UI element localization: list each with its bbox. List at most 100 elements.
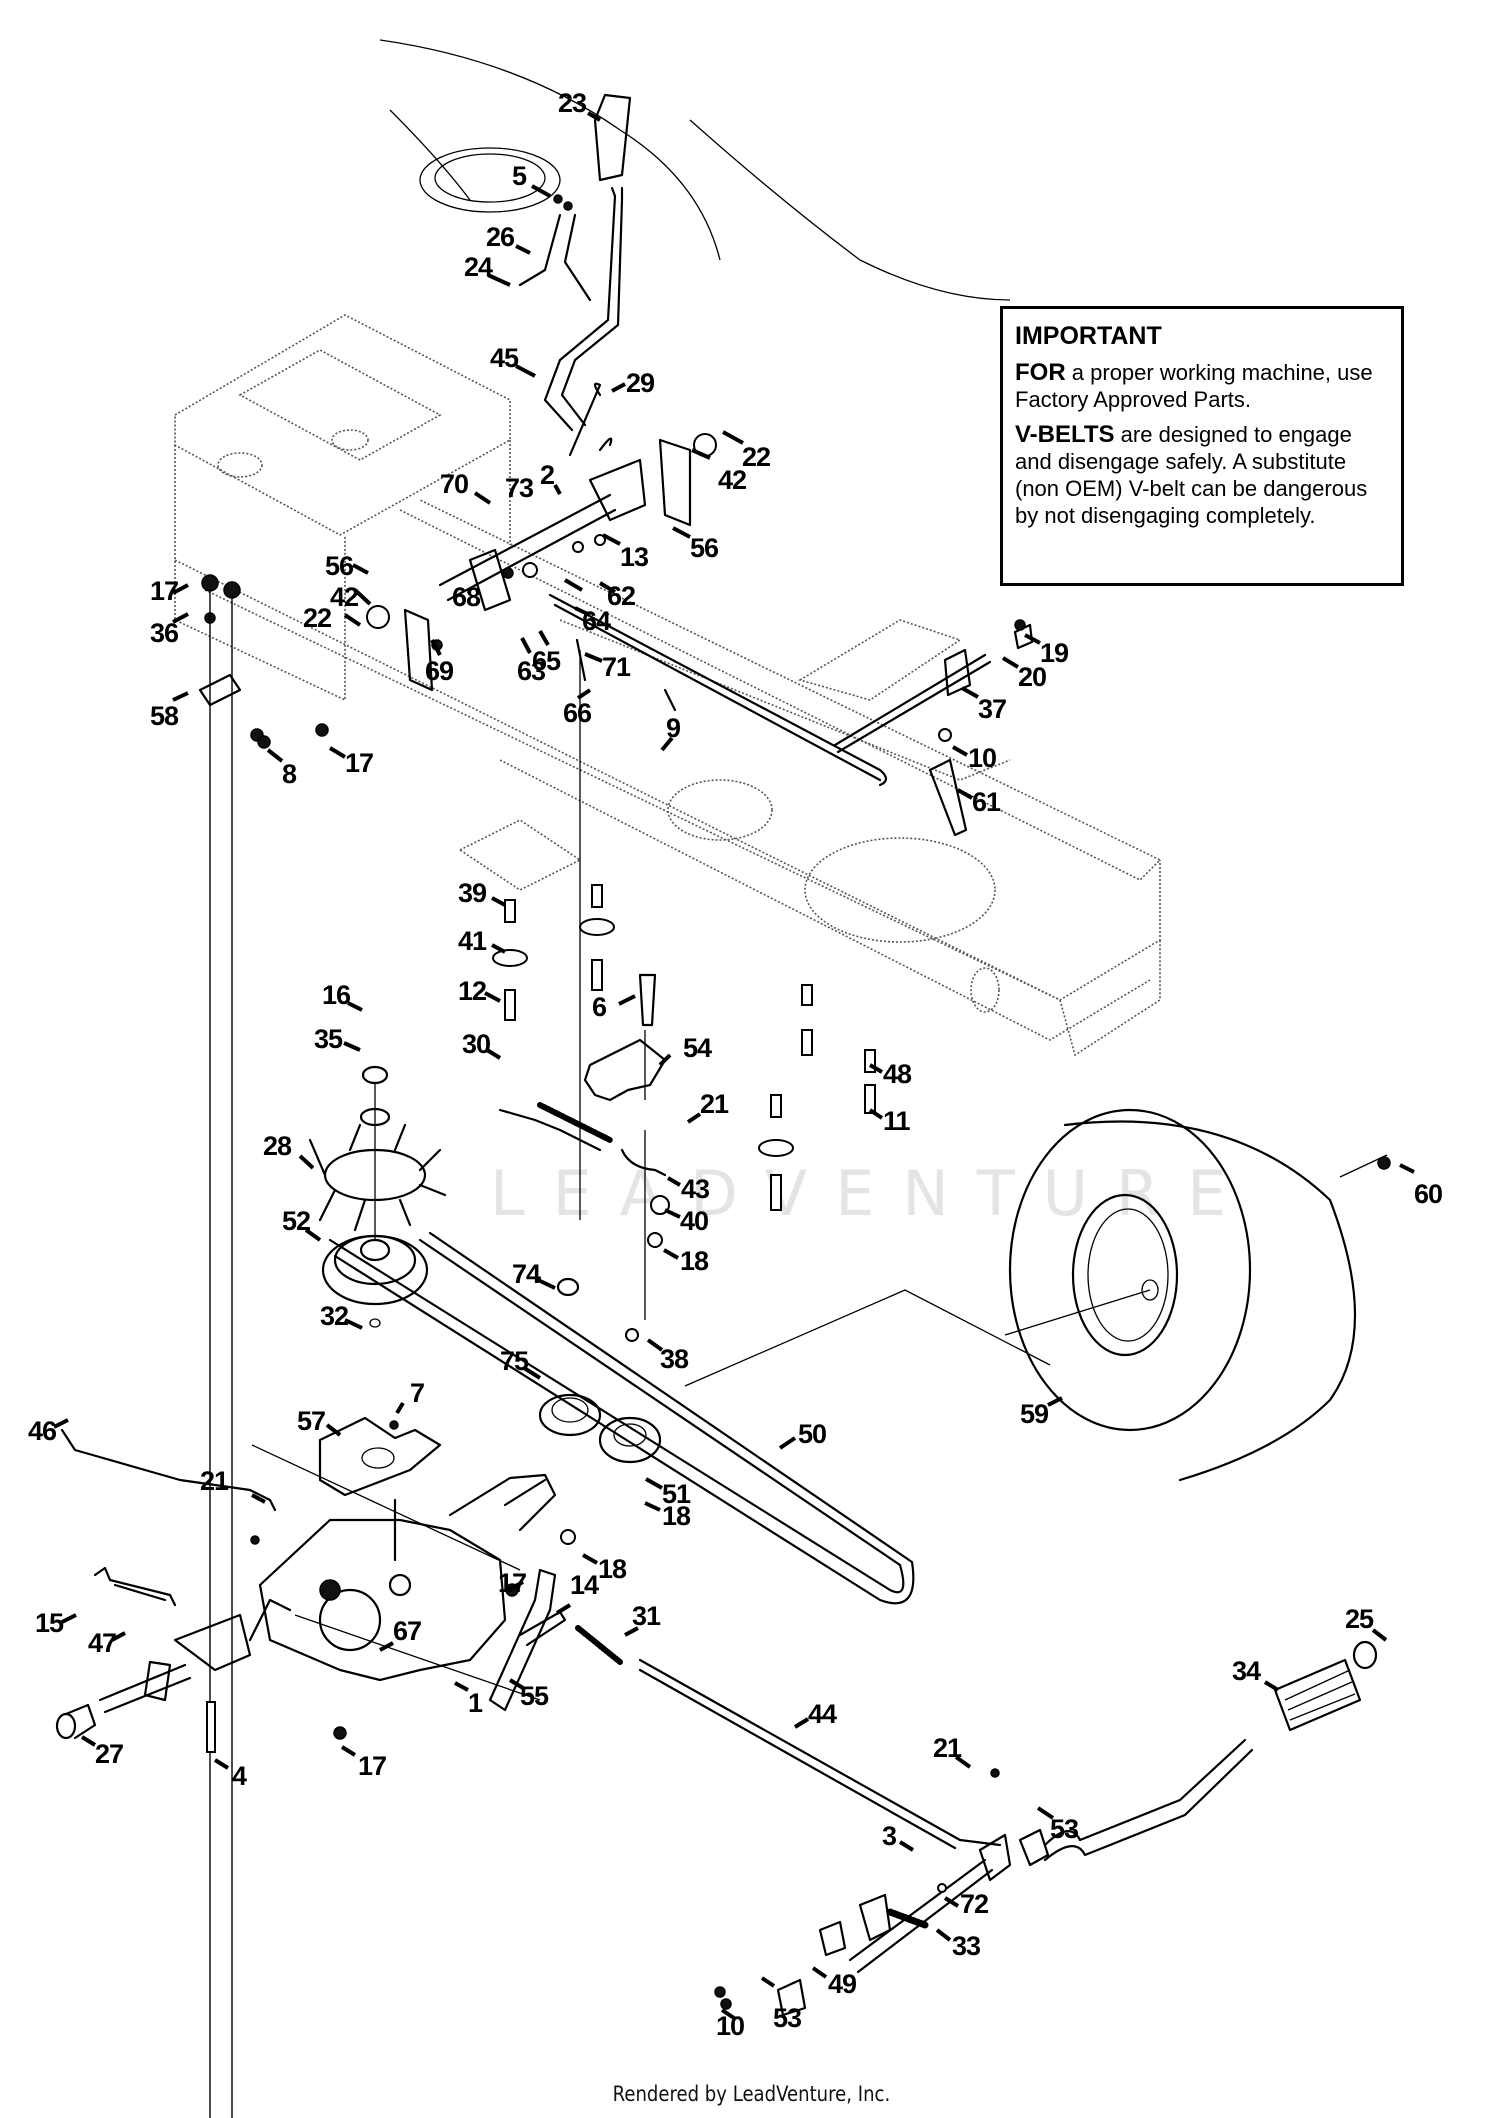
callout-64[interactable]: 64 (582, 606, 612, 636)
callout-60[interactable]: 60 (1414, 1179, 1443, 1209)
callout-58[interactable]: 58 (150, 701, 180, 731)
callout-34[interactable]: 34 (1232, 1656, 1262, 1686)
callout-7[interactable]: 7 (410, 1378, 425, 1408)
callout-23[interactable]: 23 (558, 88, 588, 118)
callout-57[interactable]: 57 (297, 1406, 326, 1436)
callout-35[interactable]: 35 (314, 1024, 344, 1054)
callout-12[interactable]: 12 (458, 976, 487, 1006)
callout-50[interactable]: 50 (798, 1419, 827, 1449)
callout-71[interactable]: 71 (602, 652, 632, 682)
callout-25[interactable]: 25 (1345, 1604, 1375, 1634)
notice-para2-text: are designed to engage and disengage saf… (1015, 422, 1368, 528)
callout-18[interactable]: 18 (680, 1246, 710, 1276)
leader-lines (53, 111, 1415, 2020)
callout-27[interactable]: 27 (95, 1739, 124, 1769)
transaxle (98, 1473, 557, 1714)
callout-28[interactable]: 28 (263, 1131, 293, 1161)
callout-75[interactable]: 75 (500, 1346, 530, 1376)
callout-5[interactable]: 5 (512, 161, 528, 191)
callout-59[interactable]: 59 (1020, 1399, 1050, 1429)
callout-15[interactable]: 15 (35, 1608, 65, 1638)
callout-36[interactable]: 36 (150, 618, 180, 648)
callout-8[interactable]: 8 (282, 759, 298, 789)
callout-18[interactable]: 18 (598, 1554, 628, 1584)
callout-54[interactable]: 54 (683, 1033, 713, 1063)
callout-11[interactable]: 11 (883, 1106, 912, 1136)
callout-17[interactable]: 17 (150, 576, 179, 606)
callout-53[interactable]: 53 (773, 2003, 803, 2033)
callout-74[interactable]: 74 (512, 1259, 542, 1289)
v-belt (328, 1231, 1051, 1605)
callout-18[interactable]: 18 (662, 1501, 692, 1531)
callout-42[interactable]: 42 (718, 465, 747, 495)
callout-22[interactable]: 22 (742, 442, 771, 472)
callout-44[interactable]: 44 (808, 1699, 838, 1729)
callout-42[interactable]: 42 (330, 582, 359, 612)
callout-38[interactable]: 38 (660, 1344, 690, 1374)
callout-21[interactable]: 21 (200, 1466, 230, 1496)
callout-31[interactable]: 31 (632, 1601, 662, 1631)
callout-37[interactable]: 37 (978, 694, 1007, 724)
callout-30[interactable]: 30 (462, 1029, 491, 1059)
spacers-bolts (492, 884, 876, 1211)
footer-credit: Rendered by LeadVenture, Inc. (612, 2082, 891, 2106)
callout-39[interactable]: 39 (458, 878, 488, 908)
callout-47[interactable]: 47 (88, 1628, 117, 1658)
callout-24[interactable]: 24 (464, 252, 494, 282)
callout-22[interactable]: 22 (303, 603, 332, 633)
callout-40[interactable]: 40 (680, 1206, 709, 1236)
callout-46[interactable]: 46 (28, 1416, 58, 1446)
callout-69[interactable]: 69 (425, 656, 455, 686)
callout-21[interactable]: 21 (933, 1733, 963, 1763)
hardware-lower (55, 1529, 576, 1753)
callout-63[interactable]: 63 (517, 656, 547, 686)
callout-10[interactable]: 10 (968, 743, 997, 773)
callout-14[interactable]: 14 (570, 1570, 600, 1600)
callout-52[interactable]: 52 (282, 1206, 311, 1236)
callout-17[interactable]: 17 (358, 1751, 387, 1781)
important-notice-box: IMPORTANT FOR a proper working machine, … (1000, 306, 1404, 586)
callout-17[interactable]: 17 (345, 748, 374, 778)
callout-56[interactable]: 56 (690, 533, 720, 563)
callout-61[interactable]: 61 (972, 787, 1002, 817)
callout-56[interactable]: 56 (325, 551, 355, 581)
callout-26[interactable]: 26 (486, 222, 516, 252)
callout-67[interactable]: 67 (393, 1616, 422, 1646)
callout-55[interactable]: 55 (520, 1681, 550, 1711)
callout-10[interactable]: 10 (716, 2011, 745, 2041)
callout-65[interactable]: 65 (532, 646, 562, 676)
callout-16[interactable]: 16 (322, 980, 352, 1010)
callout-19[interactable]: 19 (1040, 638, 1070, 668)
callout-32[interactable]: 32 (320, 1301, 349, 1331)
callout-73[interactable]: 73 (505, 473, 535, 503)
callout-49[interactable]: 49 (828, 1969, 858, 1999)
callout-62[interactable]: 62 (607, 581, 636, 611)
callout-4[interactable]: 4 (232, 1761, 248, 1791)
callout-13[interactable]: 13 (620, 542, 650, 572)
pedal-assembly (714, 1640, 1378, 2017)
callout-17[interactable]: 17 (498, 1568, 527, 1598)
callout-48[interactable]: 48 (883, 1059, 913, 1089)
callout-51[interactable]: 51 (662, 1479, 692, 1509)
notice-vbelts: V-BELTS are designed to engage and disen… (1015, 421, 1389, 529)
callout-33[interactable]: 33 (952, 1931, 982, 1961)
callout-72[interactable]: 72 (960, 1889, 989, 1919)
callout-21[interactable]: 21 (700, 1089, 730, 1119)
callout-66[interactable]: 66 (563, 698, 593, 728)
callout-70[interactable]: 70 (440, 469, 469, 499)
callout-29[interactable]: 29 (626, 368, 656, 398)
callout-68[interactable]: 68 (452, 582, 482, 612)
notice-factory-parts: FOR a proper working machine, use Factor… (1015, 359, 1389, 413)
callout-41[interactable]: 41 (458, 926, 488, 956)
callout-2[interactable]: 2 (540, 460, 555, 490)
callout-20[interactable]: 20 (1018, 662, 1047, 692)
callout-6[interactable]: 6 (592, 992, 608, 1022)
callout-53[interactable]: 53 (1050, 1814, 1080, 1844)
shift-rod (60, 1428, 521, 1571)
callout-9[interactable]: 9 (666, 713, 682, 743)
callout-45[interactable]: 45 (490, 343, 520, 373)
callout-3[interactable]: 3 (882, 1821, 898, 1851)
cooling-fan (308, 1065, 447, 1240)
callout-1[interactable]: 1 (468, 1688, 484, 1718)
callout-43[interactable]: 43 (681, 1174, 711, 1204)
